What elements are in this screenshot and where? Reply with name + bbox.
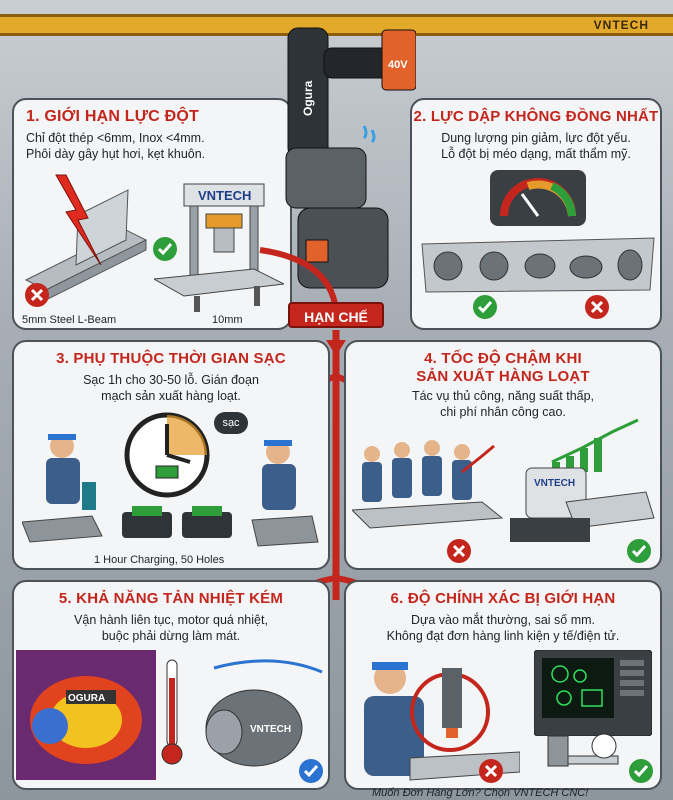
vntech-motor-illustration: VNTECH xyxy=(205,659,323,767)
panel-2-text-line-2: Lỗ đột bị méo dạng, mất thẩm mỹ. xyxy=(441,147,631,161)
panel-3-text-line-1: Sạc 1h cho 30-50 lỗ. Gián đoạn xyxy=(83,373,259,387)
thermometer-icon xyxy=(161,659,183,765)
panel-2-title: 2. LỰC DẬP KHÔNG ĐỒNG NHẤT xyxy=(413,108,659,125)
tired-worker-illustration xyxy=(262,440,296,510)
panel-5-title: 5. KHẢ NĂNG TẢN NHIỆT KÉM xyxy=(58,590,284,607)
battery-label: 40V xyxy=(388,59,408,71)
micrometer-icon xyxy=(547,733,619,767)
panel-5-text-line-2: buộc phải dừng làm mát. xyxy=(101,629,241,643)
panel-4-title-line-2: SẢN XUẤT HÀNG LOẠT xyxy=(416,368,590,385)
vntech-motor-label: VNTECH xyxy=(250,724,291,735)
fail-x-icon xyxy=(479,759,503,783)
panel-1-text-line-2: Phôi dày gây hụt hơi, kẹt khuôn. xyxy=(26,147,206,161)
beam-label: VNTECH xyxy=(593,18,649,32)
panel-1-text-line-1: Chỉ đột thép <6mm, Inox <4mm. xyxy=(26,131,205,145)
pass-check-icon xyxy=(629,759,653,783)
panel-3-text-line-2: mạch sản xuất hàng loạt. xyxy=(101,389,241,403)
panel-1-punch-force: 1. GIỚI HẠN LỰC ĐỘT Chỉ đột thép <6mm, I… xyxy=(12,98,292,330)
press-brand-text: VNTECH xyxy=(198,188,251,203)
panel-5-heat-dissipation: 5. KHẢ NĂNG TẢN NHIỆT KÉM Vận hành liên … xyxy=(12,580,330,790)
force-gauge-icon xyxy=(490,170,586,226)
steel-l-beam-illustration xyxy=(24,174,148,301)
fail-x-icon xyxy=(585,295,609,319)
pass-check-icon xyxy=(627,539,651,563)
battery-chargers-illustration xyxy=(22,506,319,547)
caption-steel-l-beam: 5mm Steel L-Beam xyxy=(22,314,117,326)
fail-x-icon xyxy=(25,283,49,307)
panel-6-precision: 6. ĐỘ CHÍNH XÁC BỊ GIỚI HẠN Dựa vào mắt … xyxy=(344,580,662,790)
panel-5-text-line-1: Vận hành liên tục, motor quá nhiệt, xyxy=(74,613,268,627)
panel-3-title: 3. PHỤ THUỘC THỜI GIAN SẠC xyxy=(56,350,286,367)
cnc-control-screen xyxy=(534,650,652,736)
cnc-growth-chart-icon xyxy=(551,418,639,472)
panel-3-charging-time: 3. PHỤ THUỘC THỜI GIAN SẠC Sạc 1h cho 30… xyxy=(12,340,330,570)
charge-bubble-text: sạc xyxy=(222,417,240,429)
overheated-motor-illustration: OGURA xyxy=(16,650,156,780)
footer-slogan: Muốn Đơn Hàng Lớn? Chọn VNTECH CNC! xyxy=(372,787,589,799)
pass-check-icon xyxy=(153,237,177,261)
fail-x-icon xyxy=(447,539,471,563)
panel-4-title-line-1: 4. TỐC ĐỘ CHẬM KHI xyxy=(424,350,582,367)
caption-10mm: 10mm xyxy=(212,314,243,326)
ogura-cordless-punch-tool: 40V Ogura xyxy=(285,27,416,289)
tool-brand-text: Ogura xyxy=(301,80,315,116)
pass-check-icon xyxy=(473,295,497,319)
punched-plate-illustration xyxy=(421,237,655,293)
panel-6-text-line-1: Dựa vào mắt thường, sai số mm. xyxy=(410,613,596,627)
ogura-motor-label: OGURA xyxy=(68,693,105,704)
charging-clock-icon xyxy=(124,412,210,498)
manual-workers-illustration xyxy=(352,440,504,529)
panel-4-text-line-1: Tác vụ thủ công, năng suất thấp, xyxy=(411,389,595,403)
worker-drilling-illustration xyxy=(46,434,96,510)
panel-2-inconsistent-force: 2. LỰC DẬP KHÔNG ĐỒNG NHẤT Dung lượng pi… xyxy=(410,98,662,330)
limitations-label: HẠN CHẾ xyxy=(288,302,384,328)
caption-charging: 1 Hour Charging, 50 Holes xyxy=(94,554,225,566)
panel-4-slow-production: 4. TỐC ĐỘ CHẬM KHI SẢN XUẤT HÀNG LOẠT Tá… xyxy=(344,340,662,570)
panel-6-title: 6. ĐỘ CHÍNH XÁC BỊ GIỚI HẠN xyxy=(390,590,616,607)
panel-1-title: 1. GIỚI HẠN LỰC ĐỘT xyxy=(26,108,199,125)
vntech-cnc-machine: VNTECH xyxy=(510,467,655,542)
blue-check-icon xyxy=(299,759,323,783)
panel-6-text-line-2: Không đạt đơn hàng linh kiện y tế/điện t… xyxy=(386,629,620,643)
vntech-press-machine: VNTECH xyxy=(154,183,284,312)
panel-2-text-line-1: Dung lượng pin giảm, lực đột yếu. xyxy=(441,131,631,145)
crane-beam: VNTECH xyxy=(0,14,673,36)
panel-4-text-line-2: chi phí nhân công cao. xyxy=(440,405,566,419)
charge-speech-bubble: sạc xyxy=(214,412,248,434)
cnc-brand-text: VNTECH xyxy=(534,478,575,489)
